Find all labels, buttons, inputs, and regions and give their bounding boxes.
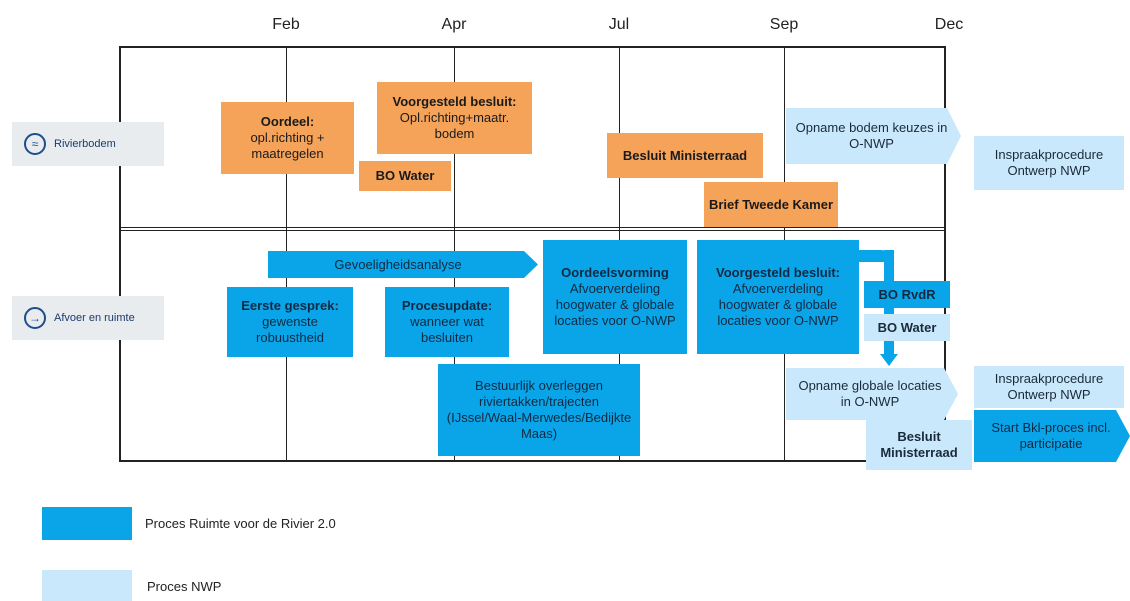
box-body: opl.richting + maatregelen xyxy=(250,130,325,161)
row-divider xyxy=(119,227,946,231)
box-title: Eerste gesprek: xyxy=(241,298,339,313)
box-title: Oordeel: xyxy=(260,114,315,129)
box-bo-rvdr: BO RvdR xyxy=(864,281,950,308)
month-dec: Dec xyxy=(934,16,964,33)
box-body: gewenste robuustheid xyxy=(256,314,324,345)
box-oordeelsvorming: Oordeelsvorming Afvoerverdeling hoogwate… xyxy=(543,240,687,354)
box-eerste-gesprek: Eerste gesprek: gewenste robuustheid xyxy=(227,287,353,357)
box-oordeel: Oordeel: opl.richting + maatregelen xyxy=(221,102,354,174)
box-body: Afvoerverdeling hoogwater & globale loca… xyxy=(554,281,676,328)
box-bo-water-top: BO Water xyxy=(359,161,451,191)
connector-horizontal xyxy=(859,250,889,262)
legend-label-nwp: Proces NWP xyxy=(147,579,222,594)
box-title: Procesupdate: xyxy=(401,298,493,313)
box-body: Opl.richting+maatr. bodem xyxy=(399,110,510,141)
month-sep: Sep xyxy=(769,16,799,33)
legend-swatch-nwp xyxy=(42,570,132,601)
arrow-opname-globale: Opname globale locaties in O-NWP xyxy=(786,368,958,420)
box-body: Afvoerverdeling hoogwater & globale loca… xyxy=(717,281,839,328)
box-inspraak-bottom: Inspraakprocedure Ontwerp NWP xyxy=(974,366,1124,408)
arrow-gevoeligheidsanalyse: Gevoeligheidsanalyse xyxy=(268,251,538,278)
box-besluit-ministerraad-bottom: Besluit Ministerraad xyxy=(866,420,972,470)
arrow-start-bkl: Start Bkl-proces incl. participatie xyxy=(974,410,1130,462)
river-bed-icon: ≈ xyxy=(24,133,46,155)
row-label-text: Afvoer en ruimte xyxy=(54,312,135,324)
legend-swatch-rvdr xyxy=(42,507,132,540)
box-title: Voorgesteld besluit: xyxy=(716,265,840,280)
row-label-rivierbodem: ≈ Rivierbodem xyxy=(12,122,164,166)
legend-label-rvdr: Proces Ruimte voor de Rivier 2.0 xyxy=(145,516,336,531)
row-label-afvoer: → Afvoer en ruimte xyxy=(12,296,164,340)
box-voorgesteld-besluit-afvoer: Voorgesteld besluit: Afvoerverdeling hoo… xyxy=(697,240,859,354)
month-apr: Apr xyxy=(441,16,467,33)
box-bo-water-bottom: BO Water xyxy=(864,314,950,341)
box-procesupdate: Procesupdate: wanneer wat besluiten xyxy=(385,287,509,357)
box-besluit-ministerraad-top: Besluit Ministerraad xyxy=(607,133,763,178)
month-feb: Feb xyxy=(272,16,300,33)
box-inspraak-top: Inspraakprocedure Ontwerp NWP xyxy=(974,136,1124,190)
box-title: Oordeelsvorming xyxy=(561,265,669,280)
box-body: wanneer wat besluiten xyxy=(410,314,484,345)
flow-arrow-icon: → xyxy=(24,307,46,329)
timeline-grid xyxy=(119,46,946,462)
box-brief-tweede-kamer: Brief Tweede Kamer xyxy=(704,182,838,227)
arrow-opname-bodem: Opname bodem keuzes in O-NWP xyxy=(786,108,961,164)
connector-arrowhead-icon xyxy=(880,354,898,366)
box-voorgesteld-besluit-bodem: Voorgesteld besluit: Opl.richting+maatr.… xyxy=(377,82,532,154)
row-label-text: Rivierbodem xyxy=(54,138,116,150)
month-jul: Jul xyxy=(608,16,630,33)
box-title: Voorgesteld besluit: xyxy=(392,94,517,109)
box-bestuurlijk-overleggen: Bestuurlijk overleggen riviertakken/traj… xyxy=(438,364,640,456)
